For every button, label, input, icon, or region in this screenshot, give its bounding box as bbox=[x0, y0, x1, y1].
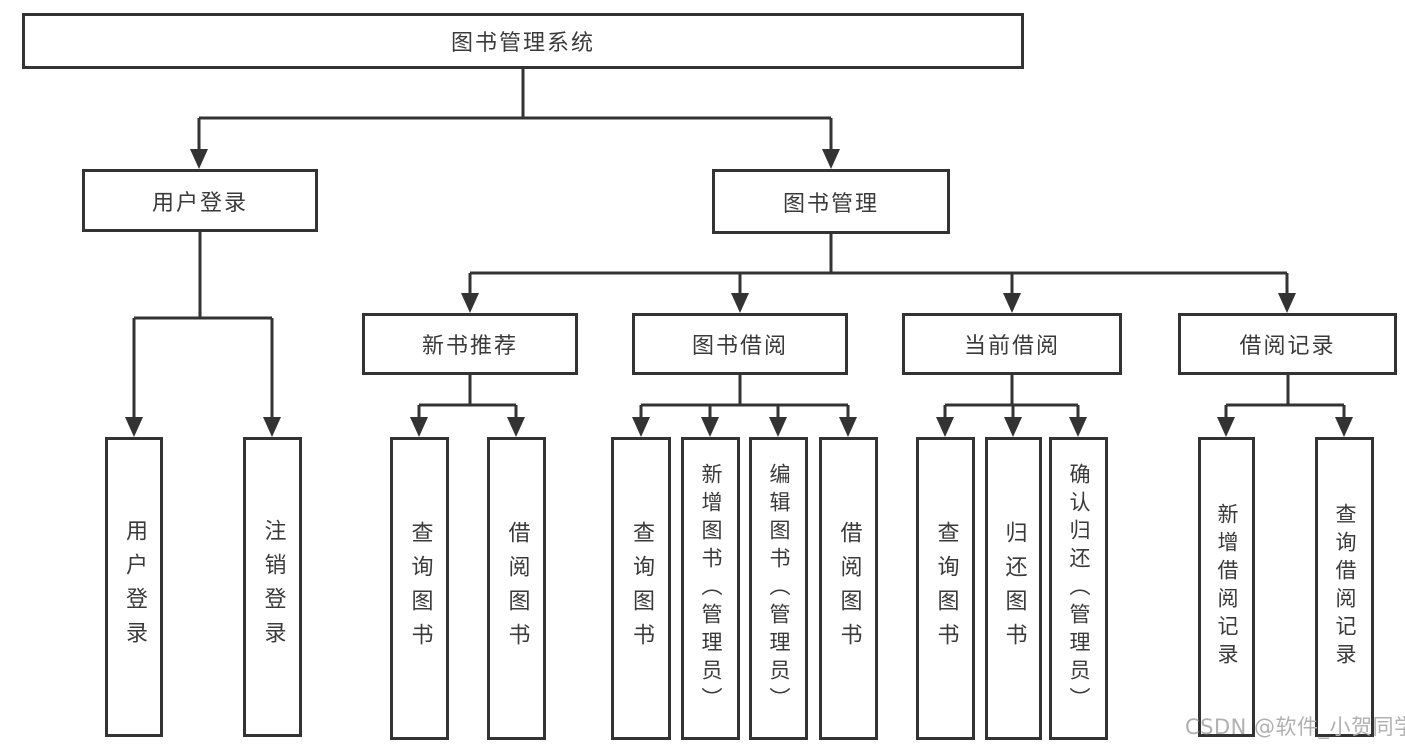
leaf-return-books: 归还图书 bbox=[985, 437, 1042, 740]
node-user-login: 用户登录 bbox=[82, 169, 318, 232]
arrowhead bbox=[190, 149, 208, 169]
node-label: 图书管理 bbox=[782, 191, 879, 217]
node-label: 用户登录 bbox=[151, 190, 248, 216]
arrowhead bbox=[1217, 417, 1235, 437]
node-label: 新增图书（管理员） bbox=[699, 462, 723, 715]
node-label: 图书借阅 bbox=[691, 334, 788, 359]
leaf-borrow-books-recommend: 借阅图书 bbox=[487, 437, 546, 740]
node-label: 图书管理系统 bbox=[450, 31, 595, 56]
node-label: 借阅图书 bbox=[836, 520, 862, 657]
node-label: 查询图书 bbox=[933, 520, 959, 657]
node-book-borrow: 图书借阅 bbox=[632, 313, 848, 375]
arrowhead bbox=[1003, 293, 1021, 313]
node-label: 编辑图书（管理员） bbox=[767, 462, 791, 715]
arrowhead bbox=[507, 417, 525, 437]
node-label: 查询图书 bbox=[629, 520, 654, 657]
arrowhead bbox=[769, 417, 787, 437]
leaf-query-books-borrow: 查询图书 bbox=[611, 437, 671, 740]
node-label: 借阅图书 bbox=[504, 520, 530, 657]
arrowhead bbox=[632, 417, 650, 437]
node-label: 新增借阅记录 bbox=[1215, 503, 1239, 671]
arrowhead bbox=[1278, 293, 1296, 313]
connector-book-management-to-level3 bbox=[461, 232, 1296, 313]
arrowhead bbox=[461, 293, 479, 313]
node-label: 用户登录 bbox=[122, 519, 147, 655]
leaf-query-books-current: 查询图书 bbox=[916, 437, 975, 740]
leaf-user-login: 用户登录 bbox=[105, 437, 163, 737]
leaf-borrow-books: 借阅图书 bbox=[819, 437, 878, 740]
leaf-query-books-recommend: 查询图书 bbox=[390, 437, 449, 740]
node-label: 查询借阅记录 bbox=[1333, 503, 1357, 671]
node-label: 借阅记录 bbox=[1239, 334, 1336, 359]
node-label: 确认归还（管理员） bbox=[1067, 462, 1091, 715]
csdn-watermark: CSDN @软件_小贺同学 bbox=[1185, 715, 1405, 739]
connector-user-login-branch bbox=[125, 230, 281, 437]
arrowhead bbox=[839, 417, 857, 437]
leaf-confirm-return-admin: 确认归还（管理员） bbox=[1049, 437, 1108, 740]
node-new-book-recommend: 新书推荐 bbox=[362, 313, 578, 375]
node-library-management-system: 图书管理系统 bbox=[22, 13, 1024, 69]
node-label: 查询图书 bbox=[407, 520, 433, 657]
connector-book-borrow-branch bbox=[632, 373, 857, 437]
arrowhead bbox=[731, 293, 749, 313]
arrowhead bbox=[822, 149, 840, 169]
leaf-query-borrow-record: 查询借阅记录 bbox=[1315, 437, 1374, 737]
arrowhead bbox=[410, 417, 428, 437]
connector-borrow-records-branch bbox=[1217, 373, 1353, 437]
arrowhead bbox=[263, 417, 281, 437]
node-label: 注销登录 bbox=[260, 519, 286, 655]
leaf-add-borrow-record: 新增借阅记录 bbox=[1198, 437, 1255, 737]
arrowhead bbox=[1335, 417, 1353, 437]
node-label: 当前借阅 bbox=[963, 334, 1060, 359]
connector-new-book-recommend-branch bbox=[410, 373, 525, 437]
connector-root-to-level2 bbox=[190, 67, 840, 169]
leaf-logout: 注销登录 bbox=[243, 437, 302, 737]
connector-current-borrow-branch bbox=[936, 373, 1087, 437]
node-borrow-records: 借阅记录 bbox=[1178, 313, 1397, 375]
arrowhead bbox=[1004, 417, 1022, 437]
arrowhead bbox=[125, 417, 143, 437]
leaf-add-books-admin: 新增图书（管理员） bbox=[681, 437, 740, 740]
node-label: 归还图书 bbox=[1001, 520, 1027, 657]
arrowhead bbox=[701, 417, 719, 437]
arrowhead bbox=[1069, 417, 1087, 437]
node-book-management: 图书管理 bbox=[712, 169, 950, 234]
arrowhead bbox=[936, 417, 954, 437]
leaf-edit-books-admin: 编辑图书（管理员） bbox=[749, 437, 808, 740]
node-current-borrow: 当前借阅 bbox=[902, 313, 1122, 375]
node-label: 新书推荐 bbox=[421, 334, 518, 359]
